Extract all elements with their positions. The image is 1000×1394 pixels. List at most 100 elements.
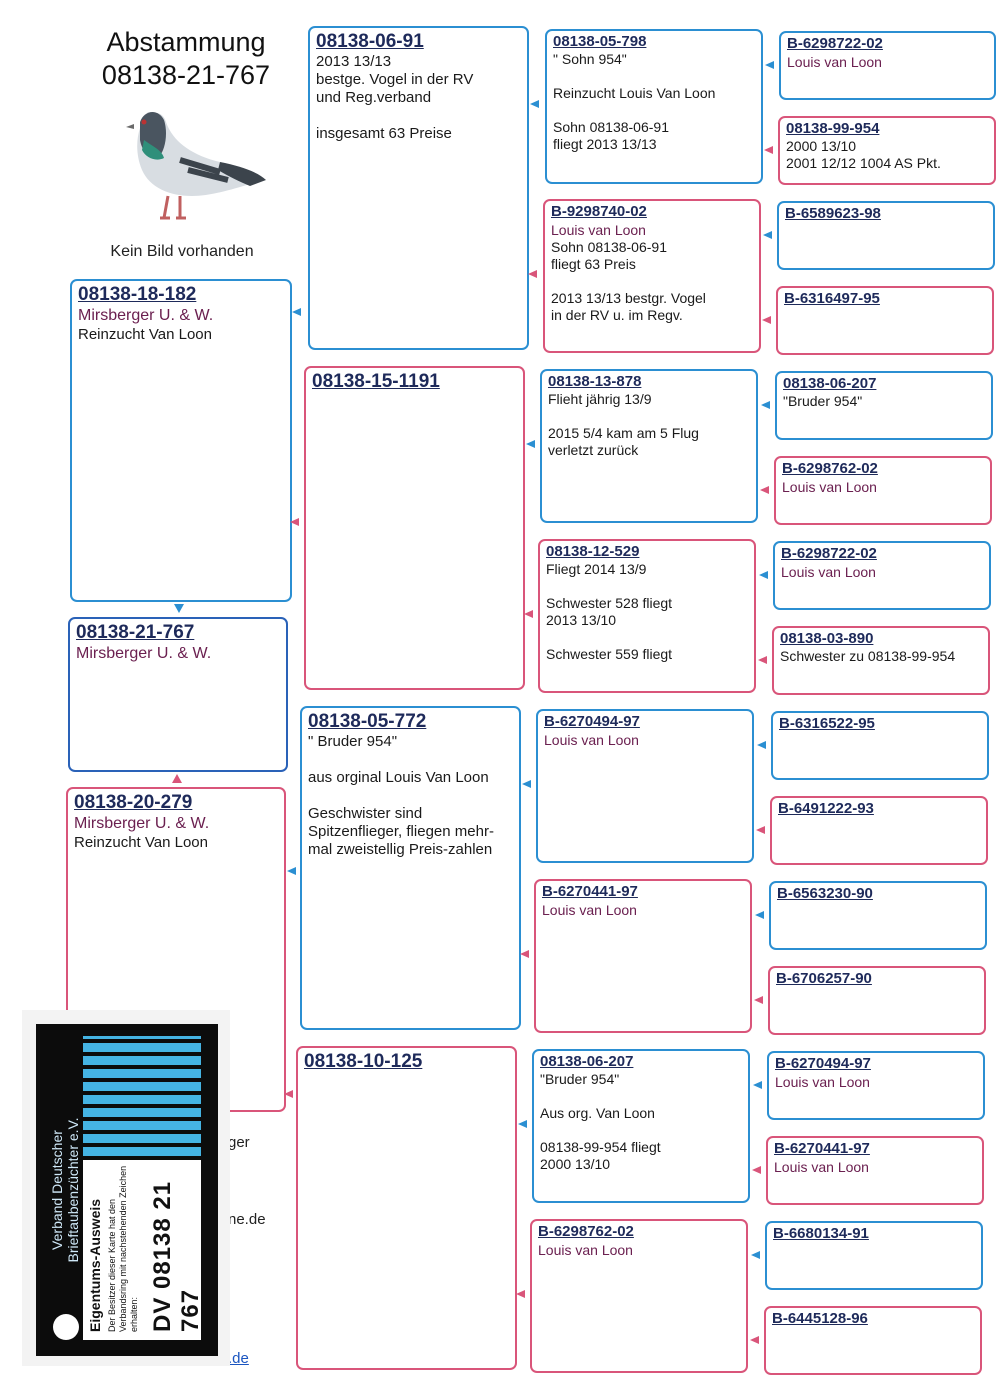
card-panel: Eigentums-Ausweis Der Besitzer dieser Ka…: [83, 1160, 204, 1340]
partial-text: ne.de: [228, 1211, 266, 1228]
ring-number: 08138-06-207: [540, 1053, 634, 1070]
note: Fliegt 2014 13/9 Schwester 528 fliegt 20…: [546, 561, 673, 662]
note: 2000 13/10 2001 12/12 1004 AS Pkt.: [786, 138, 941, 171]
arrow-left-icon: [526, 440, 535, 448]
ring-number: 08138-05-798: [553, 33, 647, 50]
arrow-left-icon: [520, 950, 529, 958]
pedigree-box-gg-grandparent[interactable]: B-6491222-93: [770, 796, 988, 865]
arrow-left-icon: [287, 867, 296, 875]
pedigree-box-grandparent[interactable]: 08138-05-772 " Bruder 954" aus orginal L…: [300, 706, 521, 1030]
pedigree-box-gg-grandparent[interactable]: B-6563230-90: [769, 881, 987, 950]
arrow-left-icon: [761, 401, 770, 409]
arrow-left-icon: [756, 826, 765, 834]
pedigree-box-great-grandparent[interactable]: 08138-13-878 Flieht jährig 13/9 2015 5/4…: [540, 369, 758, 523]
ring-number: B-6680134-91: [773, 1225, 869, 1242]
card-pattern: [83, 1036, 201, 1156]
ring-number: B-6270441-97: [774, 1140, 870, 1157]
owner: Mirsberger U. & W.: [74, 815, 210, 832]
owner: Mirsberger U. & W.: [78, 307, 214, 324]
ring-number: 08138-05-772: [308, 711, 427, 732]
arrow-left-icon: [753, 1081, 762, 1089]
ring-number: B-6298722-02: [781, 545, 877, 562]
note: Sohn 08138-06-91 fliegt 63 Preis 2013 13…: [551, 239, 706, 323]
ownership-card: Verband Deutscher Brieftaubenzüchter e.V…: [22, 1010, 230, 1366]
ring-number: B-6316497-95: [784, 290, 880, 307]
no-image-caption: Kein Bild vorhanden: [110, 243, 254, 260]
ring-number: B-6270494-97: [775, 1055, 871, 1072]
arrow-left-icon: [284, 1090, 293, 1098]
pedigree-box-great-grandparent[interactable]: B-9298740-02 Louis van Loon Sohn 08138-0…: [543, 199, 761, 353]
pedigree-box-great-grandparent[interactable]: B-6270441-97 Louis van Loon: [534, 879, 752, 1033]
pedigree-box-great-grandparent[interactable]: B-6270494-97 Louis van Loon: [536, 709, 754, 863]
arrow-left-icon: [754, 996, 763, 1004]
pedigree-box-great-grandparent[interactable]: 08138-12-529 Fliegt 2014 13/9 Schwester …: [538, 539, 756, 693]
owner: Louis van Loon: [781, 564, 876, 580]
owner: Louis van Loon: [542, 902, 637, 918]
arrow-left-icon: [762, 316, 771, 324]
pedigree-box-gg-grandparent[interactable]: B-6680134-91: [765, 1221, 983, 1290]
ring-number: B-6706257-90: [776, 970, 872, 987]
pedigree-box-gg-grandparent[interactable]: B-6706257-90: [768, 966, 986, 1035]
arrow-left-icon: [755, 911, 764, 919]
pedigree-box-gg-grandparent[interactable]: B-6298762-02 Louis van Loon: [774, 456, 992, 525]
pedigree-box-great-grandparent[interactable]: 08138-05-798 " Sohn 954" Reinzucht Louis…: [545, 29, 763, 184]
pedigree-box-gg-grandparent[interactable]: B-6298722-02 Louis van Loon: [773, 541, 991, 610]
owner: Louis van Loon: [775, 1074, 870, 1090]
partial-link: .de: [228, 1350, 249, 1367]
arrow-left-icon: [764, 146, 773, 154]
pedigree-box-gg-grandparent[interactable]: B-6589623-98: [777, 201, 995, 270]
note: Reinzucht Van Loon: [78, 326, 212, 343]
pedigree-box-grandparent[interactable]: 08138-10-125: [296, 1046, 517, 1370]
pedigree-box-grandparent[interactable]: 08138-15-1191: [304, 366, 525, 690]
card-heading: Eigentums-Ausweis: [87, 1198, 103, 1332]
owner: Louis van Loon: [787, 54, 882, 70]
owner: Louis van Loon: [544, 732, 639, 748]
pedigree-box-subject[interactable]: 08138-21-767 Mirsberger U. & W.: [68, 617, 288, 772]
pedigree-box-gg-grandparent[interactable]: B-6270441-97 Louis van Loon: [766, 1136, 984, 1205]
pedigree-box-gg-grandparent[interactable]: 08138-06-207 "Bruder 954": [775, 371, 993, 440]
ring-number: 08138-10-125: [304, 1051, 423, 1072]
ring-number: 08138-03-890: [780, 630, 874, 647]
arrow-left-icon: [528, 270, 537, 278]
arrow-left-icon: [522, 780, 531, 788]
pedigree-box-great-grandparent[interactable]: 08138-06-207 "Bruder 954" Aus org. Van L…: [532, 1049, 750, 1203]
ring-number: 08138-13-878: [548, 373, 642, 390]
pigeon-image: [126, 111, 266, 220]
pedigree-box-gg-grandparent[interactable]: 08138-99-954 2000 13/10 2001 12/12 1004 …: [778, 116, 996, 185]
pedigree-box-great-grandparent[interactable]: B-6298762-02 Louis van Loon: [530, 1219, 748, 1373]
ownership-card-content: Verband Deutscher Brieftaubenzüchter e.V…: [47, 1030, 207, 1350]
ring-number: 08138-18-182: [78, 284, 197, 305]
note: Schwester zu 08138-99-954: [780, 648, 956, 664]
ring-number: B-9298740-02: [551, 203, 647, 220]
pedigree-box-gg-grandparent[interactable]: B-6270494-97 Louis van Loon: [767, 1051, 985, 1120]
pedigree-box-gg-grandparent[interactable]: 08138-03-890 Schwester zu 08138-99-954: [772, 626, 990, 695]
note: 2013 13/13 bestge. Vogel in der RV und R…: [316, 53, 474, 142]
note: " Bruder 954" aus orginal Louis Van Loon…: [308, 733, 494, 858]
note: " Sohn 954" Reinzucht Louis Van Loon Soh…: [553, 51, 716, 152]
note: "Bruder 954" Aus org. Van Loon 08138-99-…: [540, 1071, 661, 1172]
ring-number: 08138-21-767: [76, 622, 195, 643]
pedigree-heading: Abstammung 08138-21-767: [88, 26, 284, 92]
owner: Louis van Loon: [774, 1159, 869, 1175]
arrow-left-icon: [752, 1166, 761, 1174]
pedigree-box-gg-grandparent[interactable]: B-6316497-95: [776, 286, 994, 355]
arrow-left-icon: [750, 1336, 759, 1344]
ring-number: 08138-06-207: [783, 375, 877, 392]
partial-text: ger: [228, 1134, 250, 1151]
arrow-left-icon: [757, 741, 766, 749]
pedigree-box-gg-grandparent[interactable]: B-6316522-95: [771, 711, 989, 780]
arrow-left-icon: [758, 656, 767, 664]
ring-number: B-6298762-02: [538, 1223, 634, 1240]
pedigree-box-grandparent[interactable]: 08138-06-91 2013 13/13 bestge. Vogel in …: [308, 26, 529, 350]
pedigree-box-gg-grandparent[interactable]: B-6445128-96: [764, 1306, 982, 1375]
card-ring: DV 08138 21 767: [149, 1180, 204, 1332]
pedigree-box-gg-grandparent[interactable]: B-6298722-02 Louis van Loon: [779, 31, 996, 100]
note: Reinzucht Van Loon: [74, 834, 208, 851]
pedigree-box-sire[interactable]: 08138-18-182 Mirsberger U. & W. Reinzuch…: [70, 279, 292, 602]
ring-number: B-6270441-97: [542, 883, 638, 900]
arrow-left-icon: [516, 1290, 525, 1298]
ring-number: B-6445128-96: [772, 1310, 868, 1327]
ring-number: 08138-99-954: [786, 120, 880, 137]
ring-number: B-6563230-90: [777, 885, 873, 902]
arrow-left-icon: [290, 518, 299, 526]
